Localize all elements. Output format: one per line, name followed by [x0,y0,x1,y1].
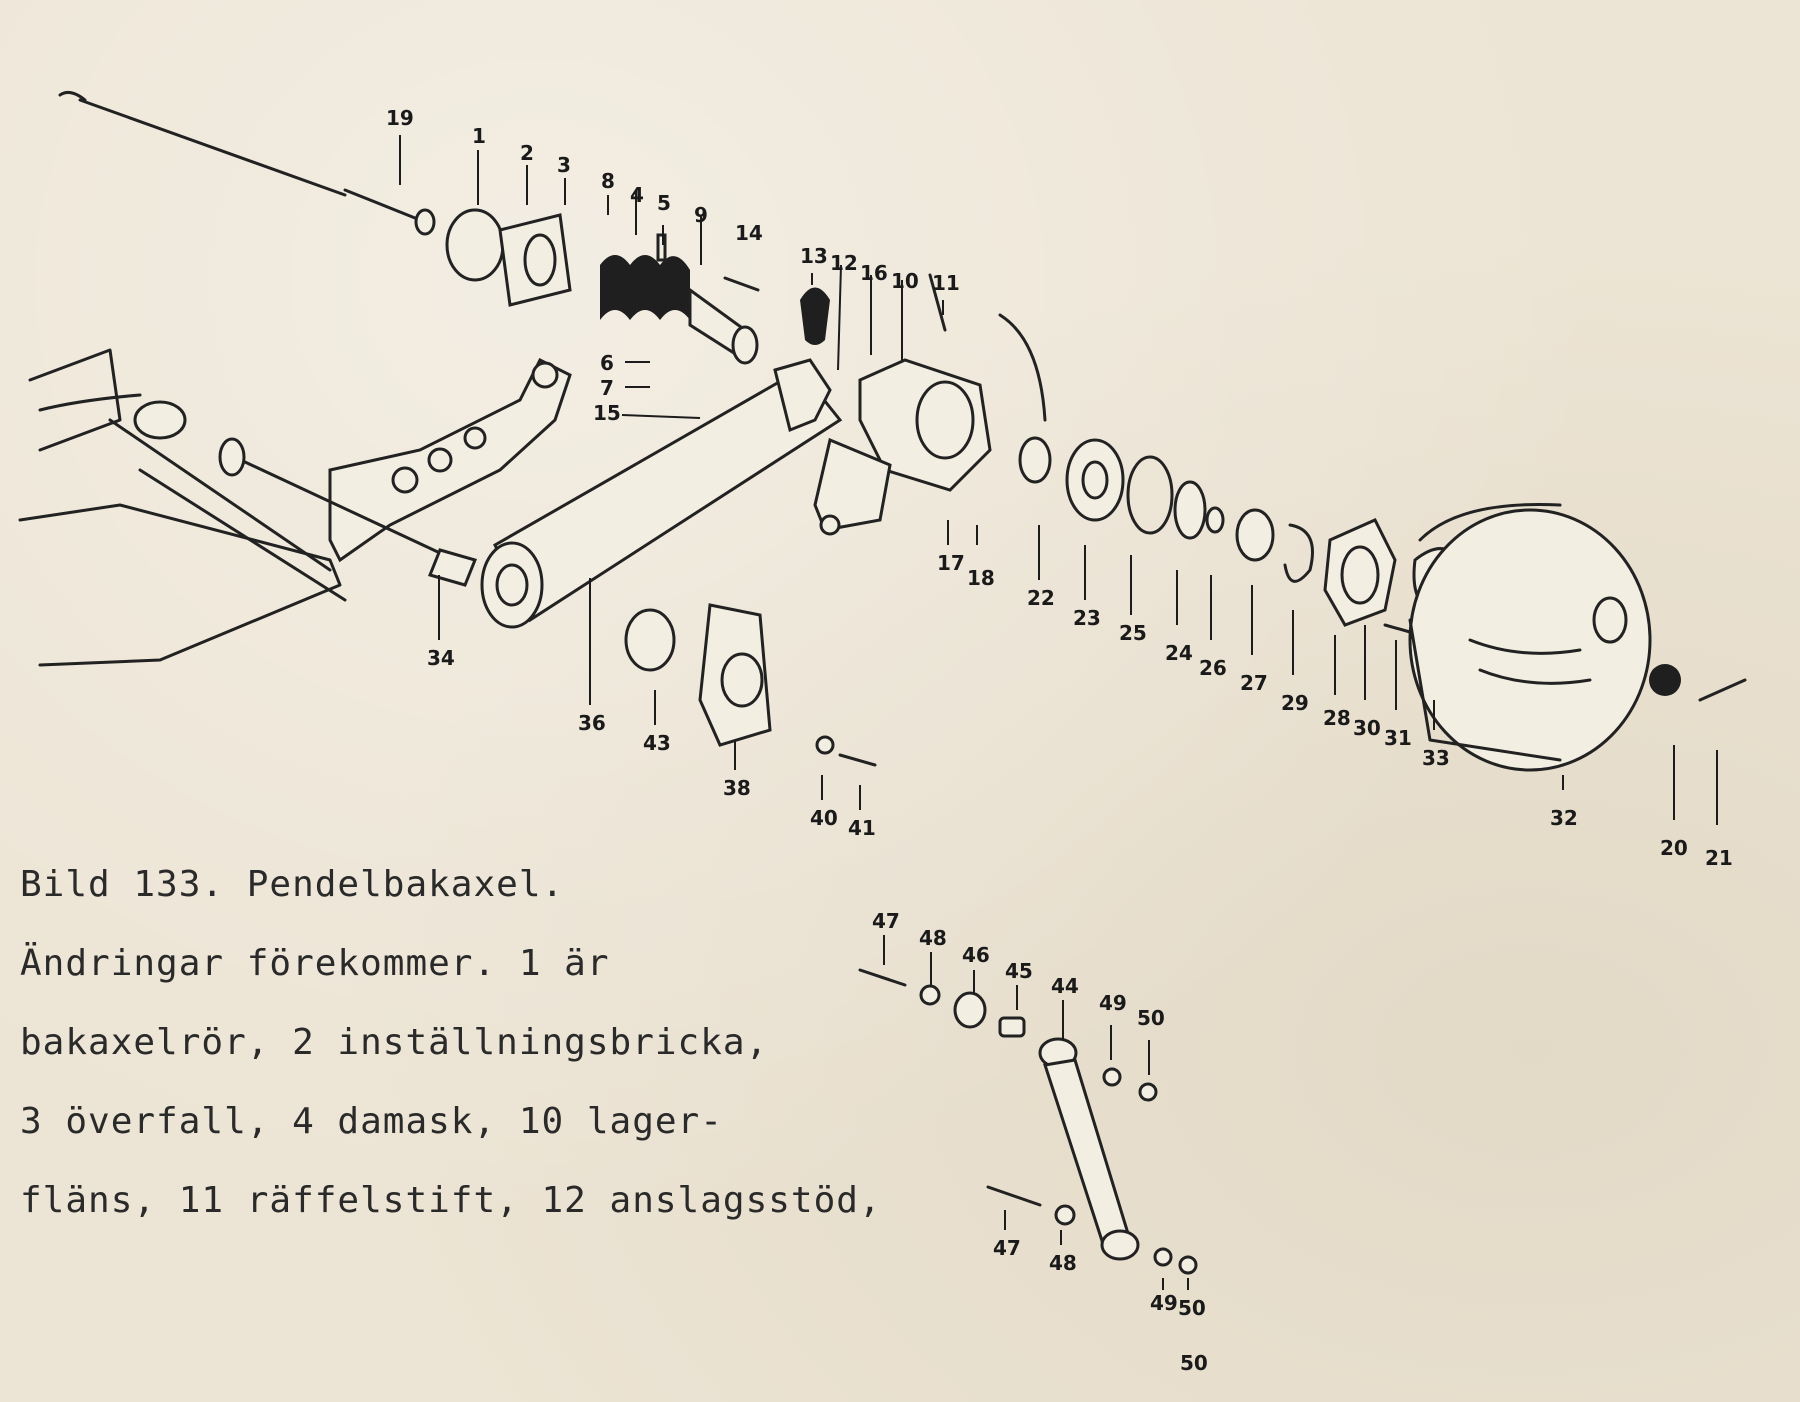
brake-drum-32 [1408,502,1652,772]
label-9: 9 [694,203,708,227]
label-13: 13 [800,244,828,268]
label-20: 20 [1660,836,1688,860]
label-8: 8 [601,169,615,193]
label-28: 28 [1323,706,1351,730]
castle-nut-20 [1649,664,1681,696]
label-43: 43 [643,731,671,755]
label-21: 21 [1705,846,1733,870]
label-22: 22 [1027,586,1055,610]
label-3: 3 [557,153,571,177]
label-44: 44 [1051,974,1079,998]
label-41: 41 [848,816,876,840]
label-2: 2 [520,141,534,165]
label-33: 33 [1422,746,1450,770]
label-36: 36 [578,711,606,735]
figure-caption: Bild 133. Pendelbakaxel. Ändringar förek… [20,845,900,1240]
label-19: 19 [386,106,414,130]
frame-structure [18,348,347,667]
label-7: 7 [600,376,614,400]
caption-line: Bild 133. Pendelbakaxel. [20,864,565,905]
leader-lines [399,135,1718,1290]
label-32: 32 [1550,806,1578,830]
label-24: 24 [1165,641,1193,665]
label-49-top: 49 [1099,991,1127,1015]
label-48-top: 48 [919,926,947,950]
label-38: 38 [723,776,751,800]
label-5: 5 [657,191,671,215]
label-50-footer: 50 [1180,1351,1208,1375]
label-17: 17 [937,551,965,575]
label-46: 46 [962,943,990,967]
label-47-bottom: 47 [993,1236,1021,1260]
label-27: 27 [1240,671,1268,695]
label-25: 25 [1119,621,1147,645]
lower-parts [624,603,877,767]
label-29: 29 [1281,691,1309,715]
label-14: 14 [735,221,763,245]
label-11: 11 [932,271,960,295]
bearing-cover-28 [1323,518,1412,634]
shock-absorber-44 [858,968,1198,1275]
cotter-pin-21 [1698,678,1747,702]
half-shaft-34 [218,437,478,587]
label-18: 18 [967,566,995,590]
part-labels: 19 1 2 3 8 4 5 9 14 13 12 16 10 11 6 7 1… [386,106,1733,1375]
label-31: 31 [1384,726,1412,750]
label-47-top: 47 [872,909,900,933]
label-34: 34 [427,646,455,670]
label-26: 26 [1199,656,1227,680]
axle-tube-36 [480,368,843,629]
label-15: 15 [593,401,621,425]
label-50-top: 50 [1137,1006,1165,1030]
label-6: 6 [600,351,614,375]
label-16: 16 [860,261,888,285]
label-30: 30 [1353,716,1381,740]
caption-line: 3 överfall, 4 damask, 10 lager- [20,1101,723,1142]
axle-shaft-19 [58,90,436,236]
bump-stop-13 [800,287,830,345]
bearing-stack [1018,436,1314,583]
boot-assembly [445,208,760,365]
label-45: 45 [1005,959,1033,983]
label-48-bottom: 48 [1049,1251,1077,1275]
trailing-arm [328,357,572,563]
bearing-housing-10 [773,273,1047,536]
label-1: 1 [472,124,486,148]
label-40: 40 [810,806,838,830]
caption-line: Ändringar förekommer. 1 är [20,943,610,984]
label-50-bottom: 50 [1178,1296,1206,1320]
label-10: 10 [891,269,919,293]
label-49-bottom: 49 [1150,1291,1178,1315]
label-12: 12 [830,251,858,275]
label-4: 4 [630,183,644,207]
caption-line: fläns, 11 räffelstift, 12 anslagsstöd, [20,1180,882,1221]
label-23: 23 [1073,606,1101,630]
caption-line: bakaxelrör, 2 inställningsbricka, [20,1022,769,1063]
